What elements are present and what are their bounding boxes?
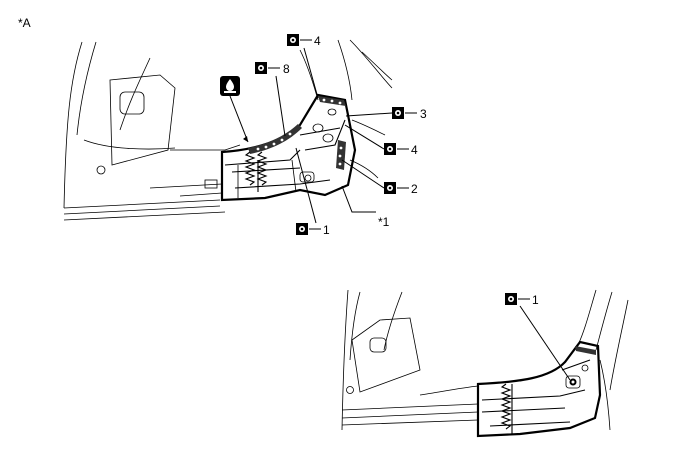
note-1-label: *1 (341, 185, 390, 229)
lower-view-illustration (341, 289, 629, 438)
sealer-leader-line (229, 95, 249, 143)
callout-4-middle: 4 (344, 124, 418, 157)
callout-4-top: 4 (287, 34, 321, 99)
callout-number: 4 (411, 143, 418, 157)
spot-weld-symbol-icon (384, 182, 396, 194)
spot-weld-symbol-icon (255, 62, 267, 74)
spot-weld-symbol-icon (505, 293, 517, 305)
callout-number: 1 (532, 293, 539, 307)
callout-8: 8 (255, 62, 290, 137)
spot-weld-symbol-icon (384, 143, 396, 155)
upper-view-illustration (63, 39, 393, 221)
svg-text:*1: *1 (378, 215, 390, 229)
callout-number: 4 (314, 34, 321, 48)
callout-2: 2 (341, 159, 418, 196)
callout-number: 2 (411, 182, 418, 196)
spot-weld-symbol-icon (296, 223, 308, 235)
callout-number: 8 (283, 62, 290, 76)
spot-weld-symbol-icon (287, 34, 299, 46)
view-label: *A (18, 16, 31, 30)
callout-number: 3 (420, 107, 427, 121)
callout-1-upper: 1 (295, 147, 330, 237)
callout-1-lower: 1 (505, 293, 571, 381)
callout-number: 1 (323, 223, 330, 237)
sealer-application-icon (220, 76, 240, 96)
spot-weld-symbol-icon (392, 107, 404, 119)
callout-3: 3 (345, 107, 427, 121)
